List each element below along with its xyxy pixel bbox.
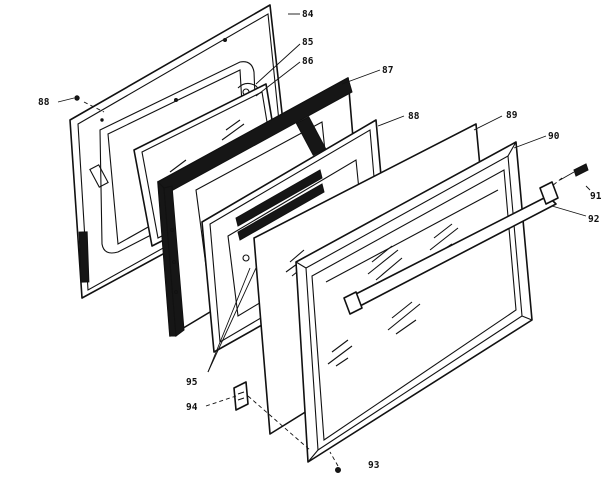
part-90-outer-door [295, 141, 533, 463]
part-88-left-screw [74, 95, 80, 101]
glass-reflection-marks [327, 223, 459, 367]
callout-91: 91 [590, 191, 602, 202]
callout-89: 89 [506, 110, 518, 121]
callout-85: 85 [302, 37, 314, 48]
part-93-screw [335, 467, 341, 473]
callout-88-left: 88 [38, 97, 50, 108]
callout-92: 92 [588, 214, 599, 225]
callout-94: 94 [186, 402, 198, 413]
callout-90: 90 [548, 131, 560, 142]
part-91-screw [559, 163, 589, 181]
part-94-hinge-bracket [233, 381, 249, 411]
callout-88: 88 [408, 111, 420, 122]
callout-87: 87 [382, 65, 393, 76]
callout-labels: 84 85 86 87 88 89 90 91 92 93 94 95 88 [38, 9, 602, 471]
callout-93: 93 [368, 460, 380, 471]
part-92-door-handle [343, 181, 559, 315]
callout-95: 95 [186, 377, 198, 388]
callout-86: 86 [302, 56, 314, 67]
callout-84: 84 [302, 9, 314, 20]
leader-lines [57, 13, 591, 467]
